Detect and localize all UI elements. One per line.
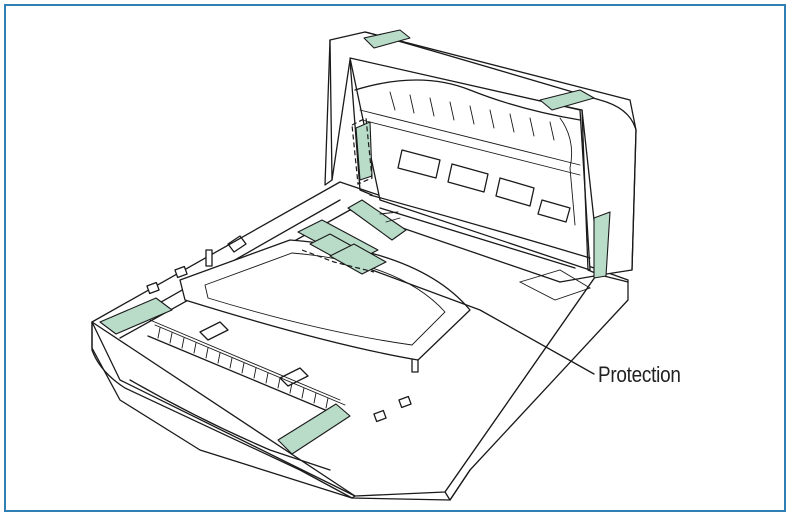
tape-front-left [99,297,173,335]
protection-label: Protection [598,362,681,387]
feeder-unit [324,31,637,301]
callout-leader-line [371,269,595,375]
tape-top-cover [363,29,411,49]
guide-ribs [157,327,329,409]
tape-right-side [593,211,611,279]
tape-front-right [277,403,351,455]
tape-top-right [539,89,595,111]
protection-tapes [99,29,611,455]
tape-center-strip [347,199,407,241]
